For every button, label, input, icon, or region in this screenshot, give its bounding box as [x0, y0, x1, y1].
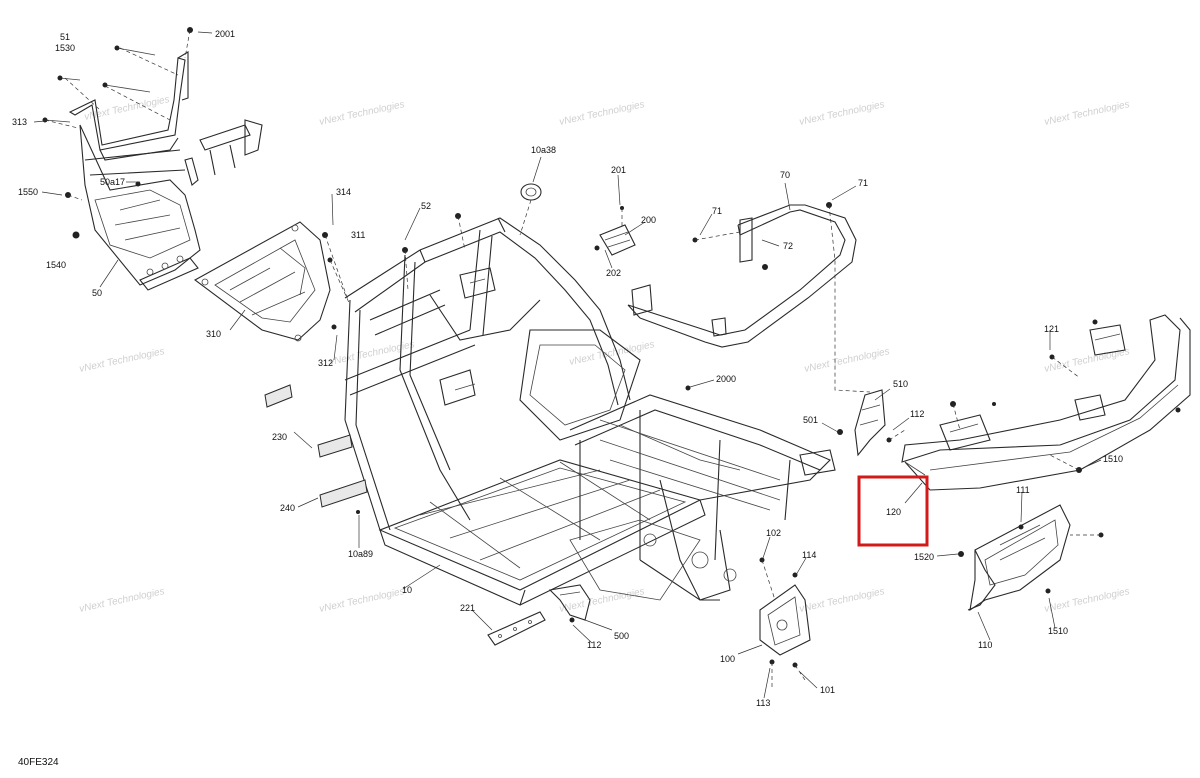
callout-2000[interactable]: 2000	[716, 374, 736, 384]
callout-71[interactable]: 71	[858, 178, 868, 188]
bracket-part-110[interactable]	[958, 504, 1104, 612]
callout-1510[interactable]: 1510	[1048, 626, 1068, 636]
watermark: vNext Technologies	[568, 339, 655, 368]
callout-240[interactable]: 240	[280, 503, 295, 513]
watermark: vNext Technologies	[1043, 99, 1130, 128]
bracket-part-200[interactable]	[594, 206, 636, 256]
callout-510[interactable]: 510	[893, 379, 908, 389]
callout-1540[interactable]: 1540	[46, 260, 66, 270]
callout-1510[interactable]: 1510	[1103, 454, 1123, 464]
fasteners-upper-left	[42, 27, 193, 239]
callout-100[interactable]: 100	[720, 654, 735, 664]
front-bulkhead-part-50[interactable]	[68, 51, 263, 291]
callout-313[interactable]: 313	[12, 117, 27, 127]
callout-120[interactable]: 120	[886, 507, 901, 517]
callout-202[interactable]: 202	[606, 268, 621, 278]
callout-10[interactable]: 10	[402, 585, 412, 595]
callout-200[interactable]: 200	[641, 215, 656, 225]
highlight-box	[857, 475, 929, 547]
callout-500[interactable]: 500	[614, 631, 629, 641]
callout-labels: 2001 51 1530 313 50a17 1550 1540 50 10a3…	[12, 29, 1123, 708]
rear-bumper-part-120[interactable]	[901, 314, 1191, 491]
callout-201[interactable]: 201	[611, 165, 626, 175]
watermark: vNext Technologies	[803, 346, 890, 375]
bracket-part-510[interactable]	[854, 389, 906, 457]
callout-50[interactable]: 50	[92, 288, 102, 298]
callout-114[interactable]: 114	[802, 550, 816, 560]
fasteners-center	[356, 183, 843, 514]
callout-51[interactable]: 51	[60, 32, 70, 42]
callout-2001[interactable]: 2001	[215, 29, 235, 39]
callout-10a38[interactable]: 10a38	[531, 145, 556, 155]
hitch-mount-part-100[interactable]	[759, 557, 811, 691]
callout-71[interactable]: 71	[712, 206, 722, 216]
watermark: vNext Technologies	[318, 586, 405, 615]
watermark: vNext Technologies	[1043, 346, 1130, 375]
plate-part-221[interactable]	[487, 611, 546, 646]
callout-221[interactable]: 221	[460, 603, 475, 613]
watermark: vNext Technologies	[798, 586, 885, 615]
callout-101[interactable]: 101	[820, 685, 835, 695]
callout-72[interactable]: 72	[783, 241, 793, 251]
callout-1520[interactable]: 1520	[914, 552, 934, 562]
callout-50a17[interactable]: 50a17	[100, 177, 125, 187]
callout-112[interactable]: 112	[910, 409, 924, 419]
callout-501[interactable]: 501	[803, 415, 818, 425]
fasteners-310	[322, 232, 351, 330]
callout-310[interactable]: 310	[206, 329, 221, 339]
callout-1550[interactable]: 1550	[18, 187, 38, 197]
diagram-code: 40FE324	[18, 757, 59, 768]
watermark: vNext Technologies	[1043, 586, 1130, 615]
callout-52[interactable]: 52	[421, 201, 431, 211]
pad-part-240[interactable]	[319, 479, 368, 508]
callout-230[interactable]: 230	[272, 432, 287, 442]
watermarks: vNext Technologies vNext Technologies vN…	[78, 94, 1130, 615]
watermark: vNext Technologies	[318, 99, 405, 128]
pad-part-230[interactable]	[264, 384, 353, 458]
callout-113[interactable]: 113	[756, 698, 770, 708]
watermark: vNext Technologies	[78, 586, 165, 615]
watermark: vNext Technologies	[328, 339, 415, 368]
callout-1530[interactable]: 1530	[55, 43, 75, 53]
callout-110[interactable]: 110	[978, 640, 992, 650]
skid-plate-part-310[interactable]	[193, 221, 331, 342]
leader-lines	[33, 31, 1102, 699]
callout-312[interactable]: 312	[318, 358, 333, 368]
callout-311[interactable]: 311	[351, 230, 365, 240]
callout-10a89[interactable]: 10a89	[348, 549, 373, 559]
watermark: vNext Technologies	[558, 99, 645, 128]
watermark: vNext Technologies	[78, 346, 165, 375]
callout-70[interactable]: 70	[780, 170, 790, 180]
watermark: vNext Technologies	[798, 99, 885, 128]
callout-314[interactable]: 314	[336, 187, 351, 197]
callout-112[interactable]: 112	[587, 640, 601, 650]
main-frame-part-10[interactable]	[344, 217, 836, 606]
callout-121[interactable]: 121	[1044, 324, 1059, 334]
callout-111[interactable]: 111	[1016, 485, 1030, 495]
callout-102[interactable]: 102	[766, 528, 781, 538]
grab-bar-part-70[interactable]	[627, 202, 871, 393]
